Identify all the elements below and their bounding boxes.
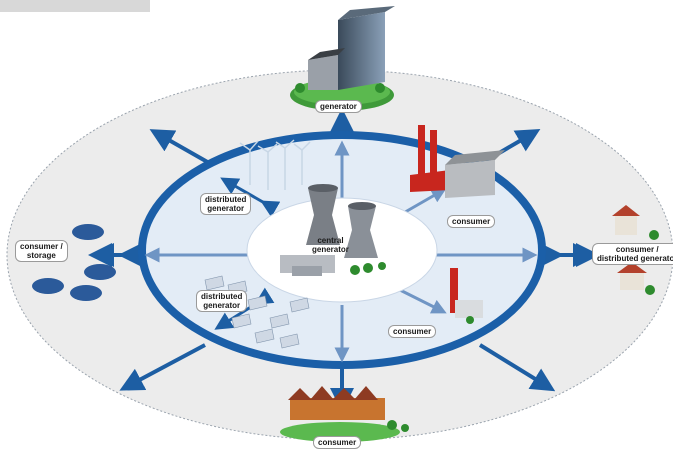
inner-arrow-upright [399, 188, 447, 217]
consumer-storage-label: consumer / storage [15, 240, 68, 262]
arrow-downleft [119, 343, 206, 391]
consumer-distributed-generator-label: consumer / distributed generator [592, 243, 673, 265]
power-plant-building-icon [290, 6, 395, 111]
cooling-towers-icon [280, 184, 386, 276]
central-generator-label: central generator [312, 236, 349, 254]
arrow-downright [478, 343, 556, 392]
factory-icon-top [410, 125, 505, 198]
consumer-label-right-bottom: consumer [388, 325, 437, 338]
electric-cars-icon [32, 224, 116, 301]
wind-turbines-icon [239, 139, 311, 190]
inner-arrows [144, 140, 538, 363]
distributed-generator-label-top: distributed generator [200, 193, 252, 215]
generator-label-top: generator [315, 100, 362, 113]
corner-shade [0, 0, 150, 12]
factory-icon-bottom [450, 268, 483, 324]
distributed-generator-label-bottom: distributed generator [196, 290, 248, 312]
inner-arrow-downright [399, 288, 447, 314]
consumer-label-bottom: consumer [313, 436, 362, 449]
houses-right-icon [612, 205, 659, 295]
houses-bottom-icon [280, 386, 409, 442]
consumer-label-right-top: consumer [447, 215, 496, 228]
